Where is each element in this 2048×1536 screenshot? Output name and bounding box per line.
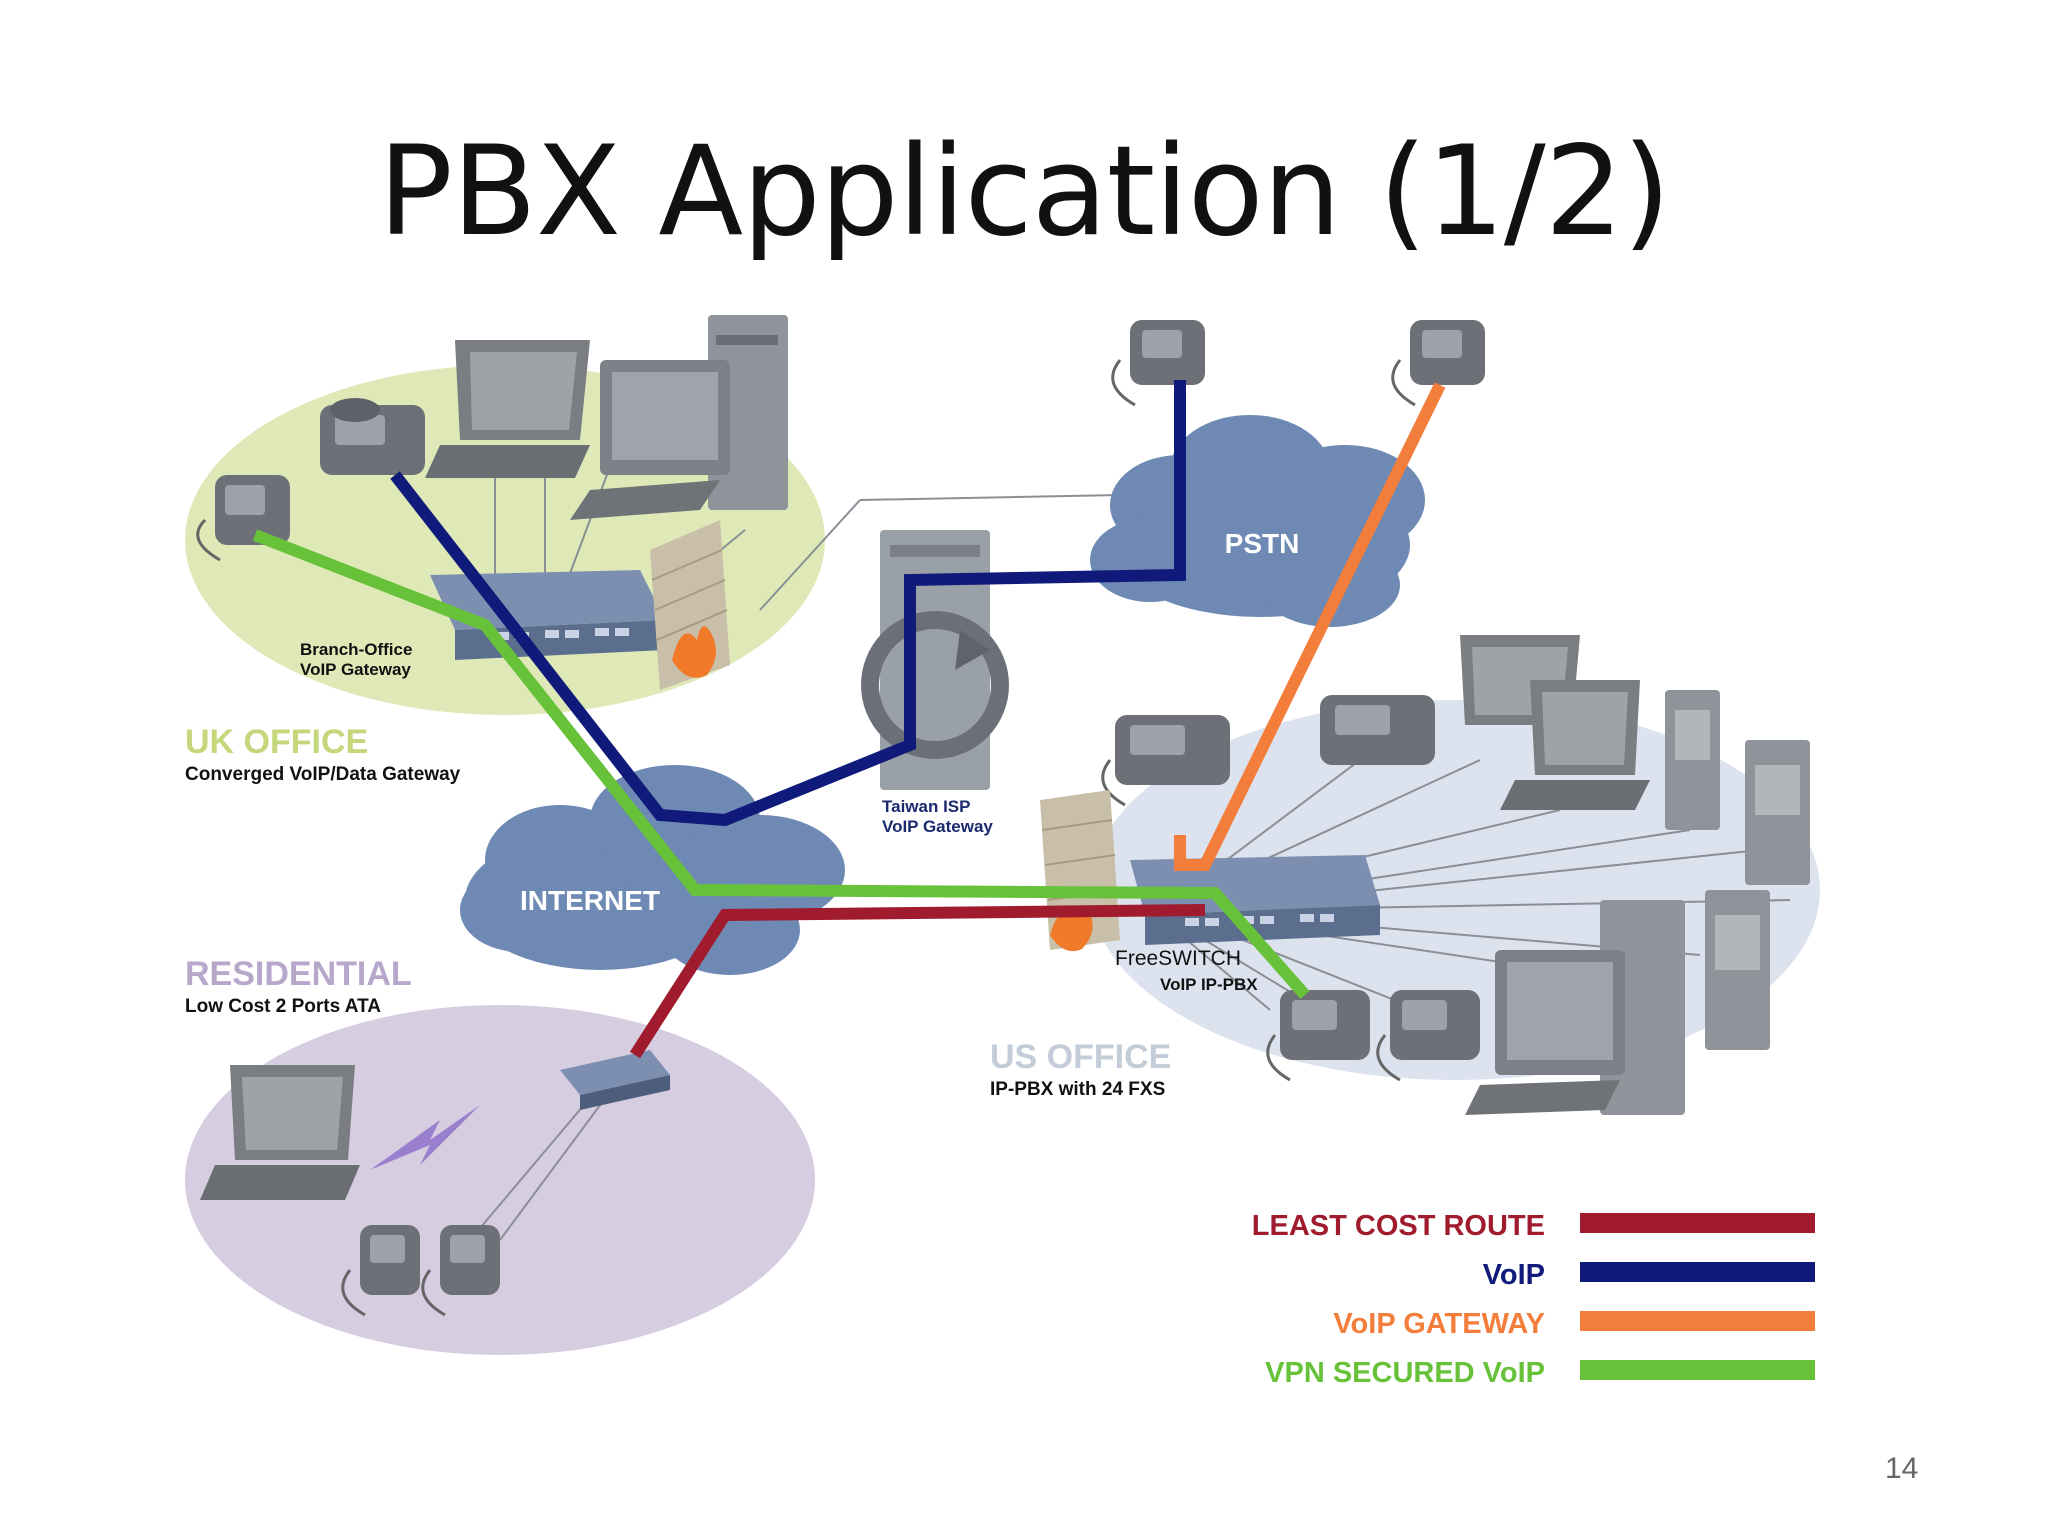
pstn-cloud	[1090, 415, 1425, 627]
us-server-1	[1665, 690, 1720, 830]
slide-title: PBX Application (1/2)	[378, 120, 1671, 264]
us-phone-upper-left	[1101, 715, 1230, 807]
uk-firewall-icon	[650, 520, 730, 690]
legend-swatch-vpn-secured-voip	[1580, 1360, 1815, 1380]
isp-label-line2: VoIP Gateway	[882, 817, 993, 836]
legend-swatch-least-cost-route	[1580, 1213, 1815, 1233]
legend-label-least-cost-route: LEAST COST ROUTE	[1252, 1210, 1545, 1242]
legend: LEAST COST ROUTE VoIP VoIP GATEWAY VPN S…	[1252, 1210, 1815, 1389]
us-office-heading: US OFFICE	[990, 1038, 1171, 1076]
us-desktop-pc	[1465, 900, 1685, 1115]
route-voip	[390, 380, 1186, 827]
us-phone-lower-right	[1376, 990, 1480, 1082]
us-device-label-line2: VoIP IP-PBX	[1160, 975, 1258, 994]
us-server-2	[1745, 740, 1810, 885]
residential-subheading: Low Cost 2 Ports ATA	[185, 996, 381, 1017]
route-least-cost	[629, 904, 1206, 1059]
residential-heading: RESIDENTIAL	[185, 955, 412, 993]
internet-label: INTERNET	[520, 885, 660, 916]
uk-laptop	[425, 340, 590, 478]
ata-device	[560, 1050, 670, 1110]
isp-label-line1: Taiwan ISP	[882, 797, 971, 816]
us-server-3	[1705, 890, 1770, 1050]
wireless-signal-icon	[370, 1105, 480, 1170]
uk-phone-left	[196, 475, 290, 562]
pstn-phone-1	[1111, 320, 1205, 407]
us-laptop-2	[1500, 680, 1650, 810]
pstn-label: PSTN	[1225, 528, 1300, 559]
internet-cloud	[460, 765, 845, 975]
pstn-phone-2	[1391, 320, 1485, 407]
uk-device-label-line1: Branch-Office	[300, 640, 412, 659]
legend-label-voip-gateway: VoIP GATEWAY	[1333, 1308, 1545, 1340]
uk-office-subheading: Converged VoIP/Data Gateway	[185, 764, 461, 785]
route-vpn-secured-voip	[252, 529, 1310, 999]
legend-label-voip: VoIP	[1483, 1259, 1545, 1291]
residential-laptop	[200, 1065, 360, 1200]
uk-phone-top	[320, 398, 425, 475]
uk-device-label-line2: VoIP Gateway	[300, 660, 411, 679]
us-firewall-icon	[1040, 790, 1120, 952]
uk-desktop-pc	[570, 315, 788, 520]
uk-office-heading: UK OFFICE	[185, 723, 368, 761]
legend-swatch-voip	[1580, 1262, 1815, 1282]
us-phone-lower-left	[1266, 990, 1370, 1082]
us-device-label-line1: FreeSWITCH	[1115, 947, 1241, 970]
route-voip-gateway	[1174, 382, 1446, 871]
legend-swatch-voip-gateway	[1580, 1311, 1815, 1331]
residential-phone-1	[341, 1225, 420, 1317]
page-number: 14	[1885, 1452, 1919, 1485]
legend-label-vpn-secured-voip: VPN SECURED VoIP	[1265, 1357, 1545, 1389]
us-office-subheading: IP-PBX with 24 FXS	[990, 1079, 1165, 1100]
residential-phone-2	[421, 1225, 500, 1317]
us-phone-upper-mid	[1320, 695, 1435, 765]
